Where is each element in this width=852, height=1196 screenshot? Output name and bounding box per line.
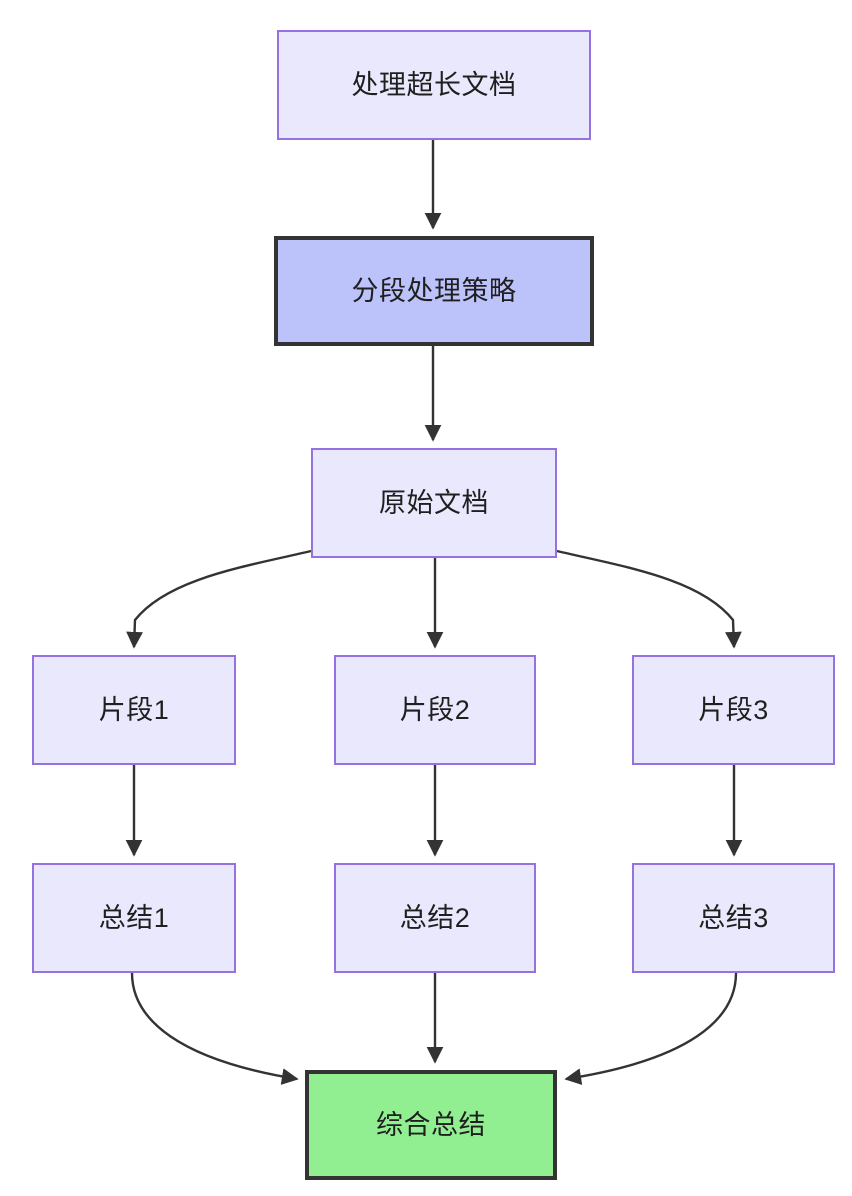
node-source-label: 原始文档 xyxy=(379,487,489,518)
node-summary3[interactable]: 总结3 xyxy=(632,863,835,973)
edge-source-to-chunk3 xyxy=(556,549,742,649)
node-summary2[interactable]: 总结2 xyxy=(334,863,536,973)
node-final-label: 综合总结 xyxy=(376,1109,486,1140)
node-root-label: 处理超长文档 xyxy=(351,69,517,100)
node-chunk1-label: 片段1 xyxy=(98,694,170,725)
node-summary3-label: 总结3 xyxy=(698,902,769,933)
edge-summary1-to-final xyxy=(130,972,299,1085)
node-strategy-label: 分段处理策略 xyxy=(351,275,517,306)
node-chunk2-label: 片段2 xyxy=(399,694,471,725)
node-summary2-label: 总结2 xyxy=(399,902,471,933)
node-final[interactable]: 综合总结 xyxy=(305,1070,557,1180)
node-chunk3[interactable]: 片段3 xyxy=(632,655,835,765)
node-summary1[interactable]: 总结1 xyxy=(32,863,236,973)
node-source[interactable]: 原始文档 xyxy=(311,448,557,558)
node-strategy[interactable]: 分段处理策略 xyxy=(274,236,594,346)
edge-source-to-chunk1 xyxy=(126,549,312,649)
node-summary1-label: 总结1 xyxy=(98,902,170,933)
node-chunk2[interactable]: 片段2 xyxy=(334,655,536,765)
edge-summary3-to-final xyxy=(564,972,738,1085)
node-root[interactable]: 处理超长文档 xyxy=(277,30,591,140)
node-chunk3-label: 片段3 xyxy=(698,694,769,725)
node-chunk1[interactable]: 片段1 xyxy=(32,655,236,765)
